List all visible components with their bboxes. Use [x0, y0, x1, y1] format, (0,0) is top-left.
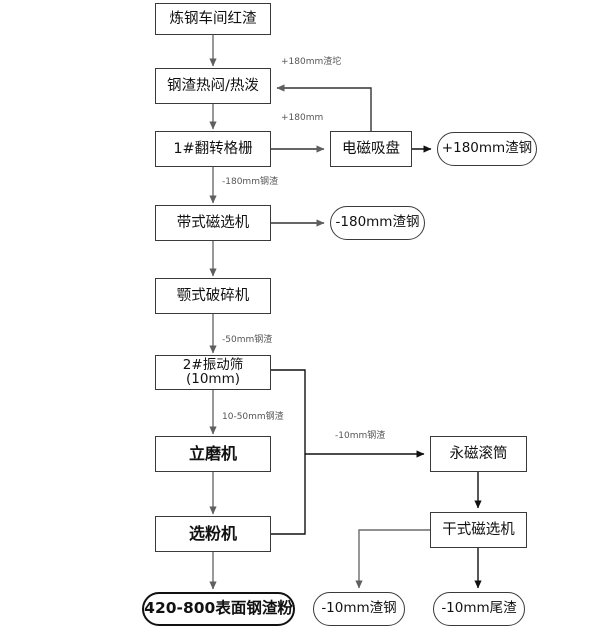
node-hot-stuffy-splash[interactable]: 钢渣热闷/热泼 — [155, 68, 271, 104]
node-steelmaking-red-slag[interactable]: 炼钢车间红渣 — [155, 3, 271, 35]
node-output-steel-slag-powder[interactable]: 420-800表面钢渣粉 — [142, 592, 295, 626]
node-vibrating-screen-2[interactable]: 2#振动筛(10mm) — [155, 355, 271, 390]
edge-label-10-50mm-slag: 10-50mm钢渣 — [222, 412, 284, 422]
node-permanent-magnet-drum[interactable]: 永磁滚筒 — [430, 436, 527, 472]
edge-label-minus10mm-slag: -10mm钢渣 — [335, 431, 386, 441]
node-output-minus10-slag-steel[interactable]: -10mm渣钢 — [313, 592, 405, 626]
node-dry-magnetic-separator[interactable]: 干式磁选机 — [430, 512, 527, 548]
edge-label-minus180mm-slag: -180mm钢渣 — [222, 177, 278, 187]
edge-label-plus180mm-slag-lump: +180mm渣坨 — [281, 57, 342, 67]
edge-label-plus180mm: +180mm — [281, 113, 324, 123]
node-output-minus180-slag-steel[interactable]: -180mm渣钢 — [330, 206, 425, 240]
edge-bus-screen-separator — [271, 369, 306, 535]
node-flip-grid-1[interactable]: 1#翻转格栅 — [155, 131, 271, 167]
edge-label-minus50mm-slag: -50mm钢渣 — [222, 335, 273, 345]
edge-n13-n15 — [355, 529, 430, 589]
edge-n4-n2 — [276, 84, 372, 131]
node-belt-magnetic-separator[interactable]: 带式磁选机 — [155, 205, 271, 241]
node-output-minus10-tailings[interactable]: -10mm尾渣 — [433, 592, 525, 626]
node-powder-separator[interactable]: 选粉机 — [155, 516, 271, 552]
node-output-plus180-slag-steel[interactable]: +180mm渣钢 — [437, 132, 537, 166]
node-electromagnetic-chuck[interactable]: 电磁吸盘 — [330, 131, 412, 167]
node-vertical-mill[interactable]: 立磨机 — [155, 436, 271, 472]
node-jaw-crusher[interactable]: 颚式破碎机 — [155, 278, 271, 314]
